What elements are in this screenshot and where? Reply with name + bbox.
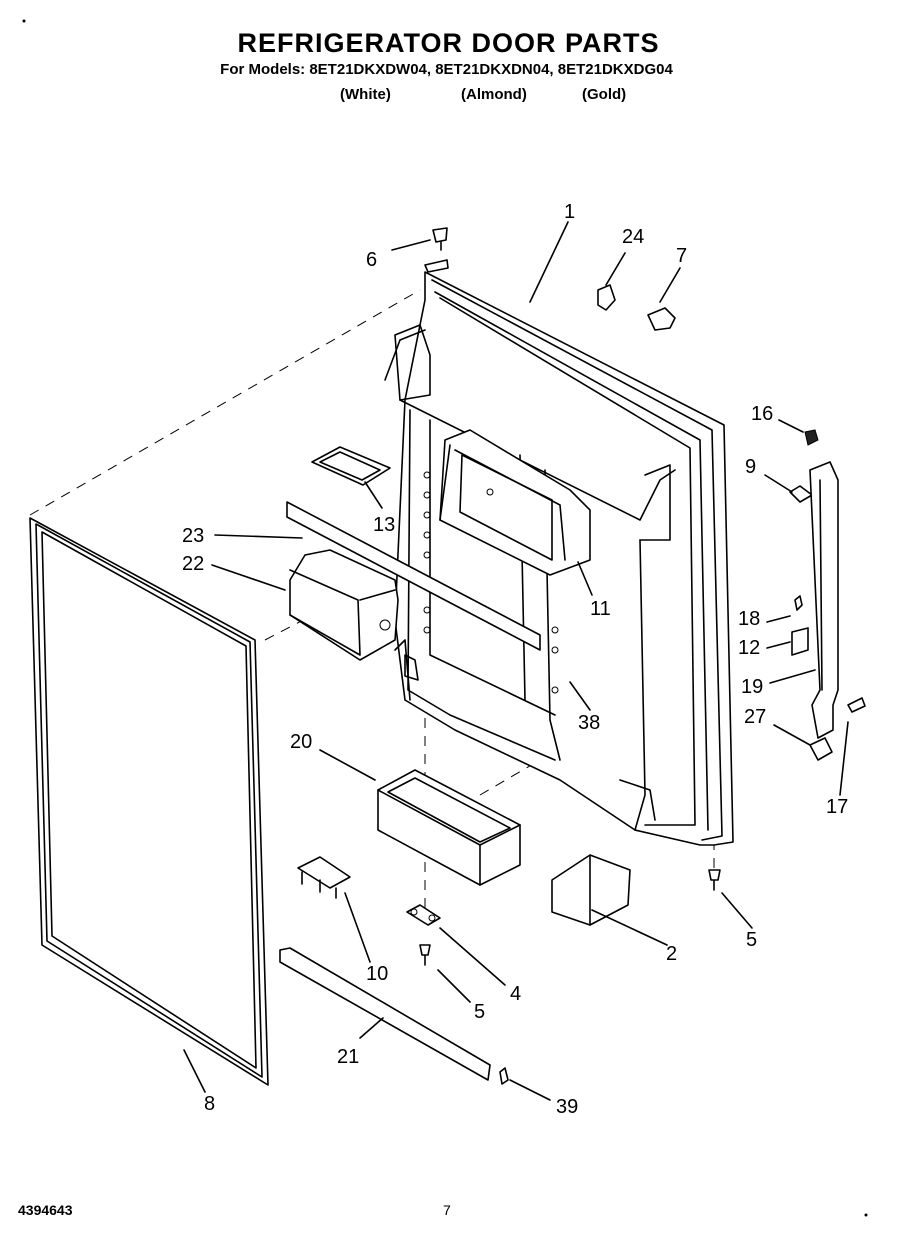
callout-8: 8 [204, 1093, 215, 1115]
callout-numbers: 1 24 7 6 16 9 13 23 22 11 18 12 19 27 38… [182, 201, 848, 1118]
bottom-trim [279, 947, 509, 1085]
hinge-and-screws [406, 869, 721, 966]
callout-2: 2 [666, 943, 677, 965]
callout-10: 10 [366, 963, 388, 985]
corner-marks [22, 19, 868, 1217]
callout-12: 12 [738, 637, 760, 659]
page-number: 7 [443, 1202, 451, 1218]
dairy-cover [311, 446, 391, 486]
callout-24: 24 [622, 226, 644, 248]
page-title: REFRIGERATOR DOOR PARTS [237, 28, 660, 58]
shelf-bracket [297, 856, 351, 899]
callout-23: 23 [182, 525, 204, 547]
callout-5-left: 5 [474, 1001, 485, 1023]
callout-1: 1 [564, 201, 575, 223]
callout-7: 7 [676, 245, 687, 267]
butter-compartment [289, 549, 399, 661]
callout-11: 11 [590, 598, 611, 620]
callout-6: 6 [366, 249, 377, 271]
callout-16: 16 [751, 403, 773, 425]
callout-19: 19 [741, 676, 763, 698]
callout-9: 9 [745, 456, 756, 478]
callout-4: 4 [510, 983, 521, 1005]
callout-5-right: 5 [746, 929, 757, 951]
dairy-bin [439, 429, 591, 576]
door-stop [551, 854, 631, 926]
model-list: For Models: 8ET21DKXDW04, 8ET21DKXDN04, … [220, 61, 673, 78]
callout-13: 13 [373, 514, 395, 536]
callout-38: 38 [578, 712, 600, 734]
leader-lines [183, 221, 849, 1101]
callout-21: 21 [337, 1046, 359, 1068]
callout-27: 27 [744, 706, 766, 728]
top-parts [424, 227, 676, 331]
callout-39: 39 [556, 1096, 578, 1118]
color-label-almond: (Almond) [461, 86, 527, 103]
callout-22: 22 [182, 553, 204, 575]
color-label-gold: (Gold) [582, 86, 627, 103]
color-label-white: (White) [340, 86, 391, 103]
door-rack [377, 769, 521, 886]
callout-20: 20 [290, 731, 312, 753]
dairy-cover-inner [319, 451, 381, 481]
document-number: 4394643 [18, 1202, 73, 1218]
callout-17: 17 [826, 796, 848, 818]
shelf-trim [286, 501, 541, 651]
door-gasket [29, 517, 269, 1086]
hinge-assembly [789, 429, 866, 761]
callout-18: 18 [738, 608, 760, 630]
